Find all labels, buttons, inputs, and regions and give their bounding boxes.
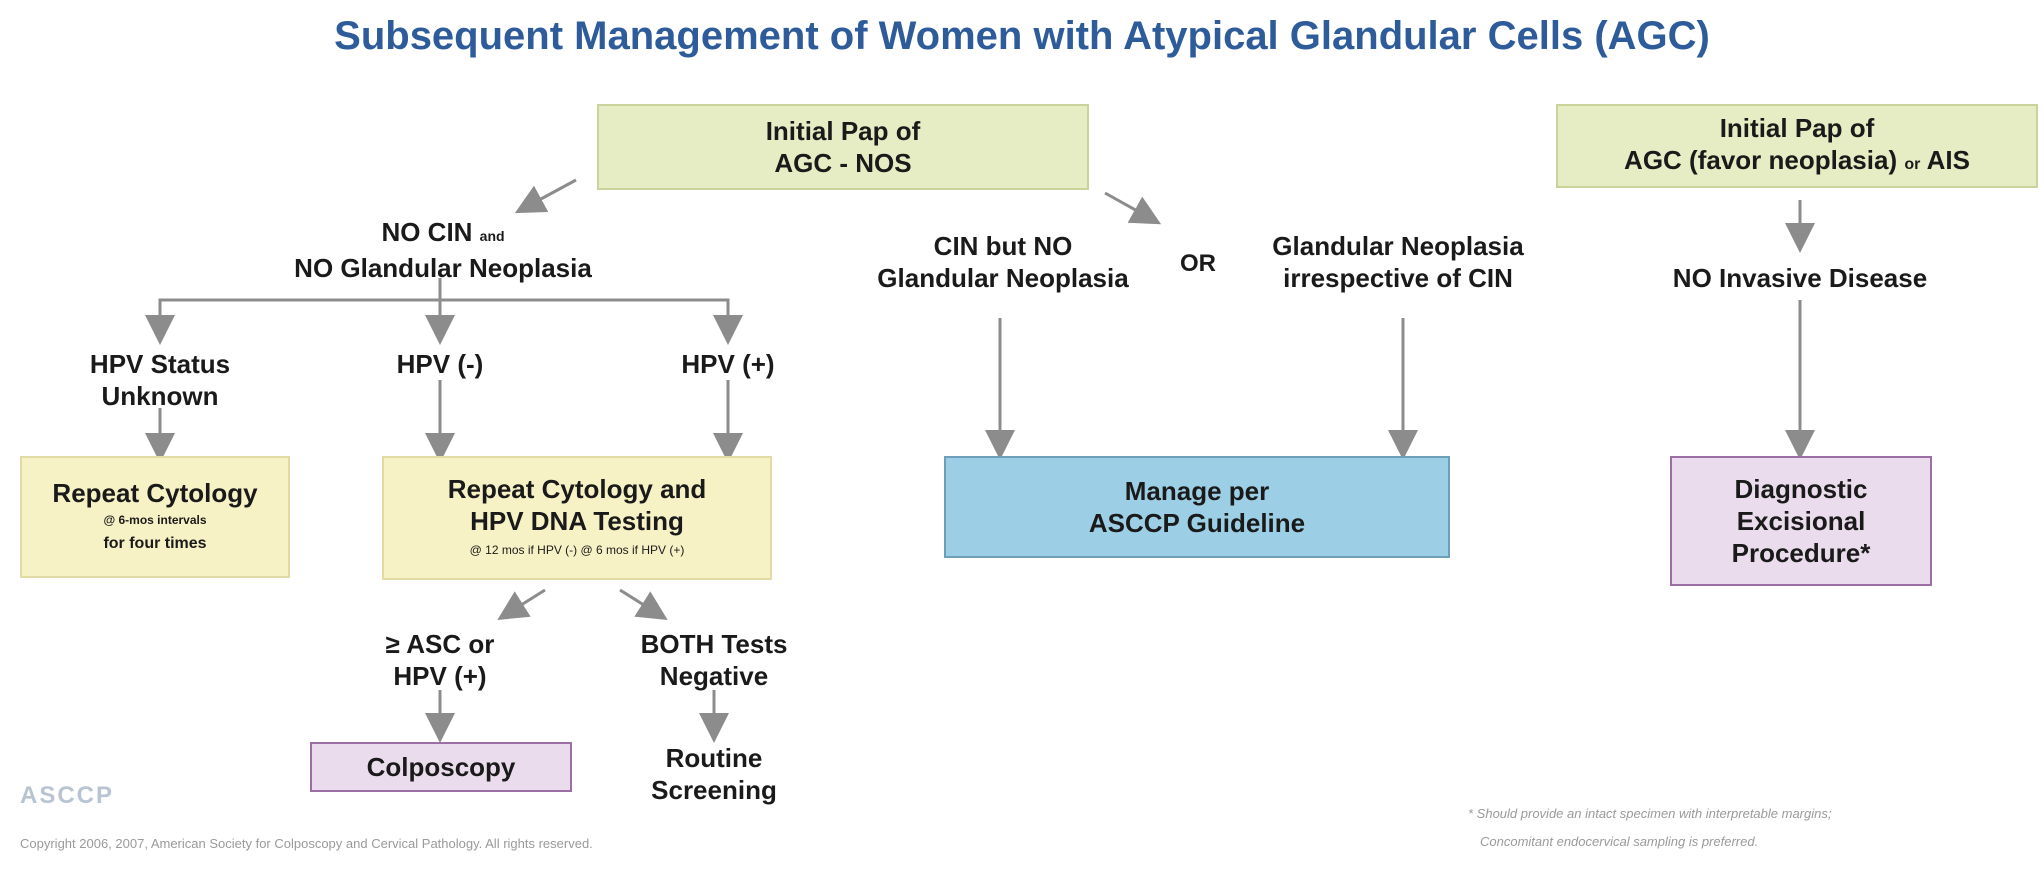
asc-or-hpv-line2: HPV (+) — [393, 661, 487, 691]
no-cin-and: and — [479, 228, 505, 244]
cin-no-glandular-line2: Glandular Neoplasia — [877, 263, 1129, 293]
repeat-cytology-title: Repeat Cytology — [52, 478, 258, 508]
asc-or-hpv-line1: ≥ ASC or — [385, 629, 495, 659]
initial-pap-nos-line2: AGC - NOS — [774, 148, 912, 178]
repeat-hpv-box: Repeat Cytology and HPV DNA Testing @ 12… — [382, 456, 772, 580]
routine-line2: Screening — [651, 775, 777, 805]
page-title: Subsequent Management of Women with Atyp… — [334, 14, 1710, 58]
hpv-unknown-line1: HPV Status — [89, 349, 231, 379]
hpv-positive-label: HPV (+) — [681, 349, 775, 379]
both-negative-line2: Negative — [659, 661, 769, 691]
diagnostic-excisional-box: Diagnostic Excisional Procedure* — [1670, 456, 1932, 586]
hpv-unknown-line2: Unknown — [101, 381, 219, 411]
initial-pap-favor-or: or — [1904, 155, 1921, 173]
initial-pap-nos-box: Initial Pap of AGC - NOS — [597, 104, 1089, 190]
glandular-neoplasia-label: Glandular Neoplasia irrespective of CIN — [1248, 230, 1548, 294]
asc-or-hpv-label: ≥ ASC or HPV (+) — [360, 628, 520, 692]
initial-pap-favor-line1: Initial Pap of — [1719, 112, 1875, 143]
no-cin-line1: NO CIN and — [258, 216, 628, 252]
manage-line2: ASCCP Guideline — [1088, 508, 1306, 538]
no-cin-text: NO CIN — [381, 217, 473, 247]
or-label: OR — [1180, 250, 1216, 277]
hpv-negative-label: HPV (-) — [396, 349, 484, 379]
no-glandular-text: NO Glandular Neoplasia — [294, 253, 592, 283]
cin-no-glandular-label: CIN but NO Glandular Neoplasia — [858, 230, 1148, 294]
no-cin-label: NO CIN and NO Glandular Neoplasia — [258, 216, 628, 284]
branch-hpv-bar — [158, 298, 730, 314]
repeat-cytology-times: for four times — [103, 535, 207, 552]
copyright-text: Copyright 2006, 2007, American Society f… — [20, 836, 593, 851]
initial-pap-favor-box: Initial Pap of AGC (favor neoplasia) or … — [1556, 104, 2038, 188]
footnote-line2: Concomitant endocervical sampling is pre… — [1480, 834, 1759, 849]
repeat-hpv-title1: Repeat Cytology and — [447, 474, 707, 504]
colposcopy-text: Colposcopy — [366, 752, 516, 782]
cin-no-glandular-line1: CIN but NO — [933, 231, 1073, 261]
manage-line1: Manage per — [1124, 476, 1270, 506]
no-invasive-label: NO Invasive Disease — [1672, 263, 1928, 293]
arrow-to-cin-branches — [1104, 191, 1162, 225]
both-negative-line1: BOTH Tests — [640, 629, 788, 659]
footnote-line1: * Should provide an intact specimen with… — [1468, 806, 1832, 821]
routine-line1: Routine — [665, 743, 763, 773]
both-negative-label: BOTH Tests Negative — [624, 628, 804, 692]
routine-screening-label: Routine Screening — [634, 742, 794, 806]
initial-pap-favor-line2: AGC (favor neoplasia) or AIS — [1624, 144, 1970, 181]
repeat-cytology-interval: @ 6-mos intervals — [103, 513, 207, 527]
arrow-to-no-cin — [514, 178, 577, 214]
arrow-asc — [497, 588, 546, 620]
hpv-unknown-label: HPV Status Unknown — [60, 348, 260, 412]
glandular-neoplasia-line2: irrespective of CIN — [1283, 263, 1513, 293]
diagnostic-line3: Procedure* — [1731, 538, 1871, 568]
repeat-hpv-title2: HPV DNA Testing — [470, 506, 684, 536]
colposcopy-box: Colposcopy — [310, 742, 572, 792]
manage-asccp-box: Manage per ASCCP Guideline — [944, 456, 1450, 558]
glandular-neoplasia-line1: Glandular Neoplasia — [1272, 231, 1524, 261]
arrow-both-neg — [619, 588, 668, 620]
repeat-cytology-box: Repeat Cytology @ 6-mos intervals for fo… — [20, 456, 290, 578]
diagnostic-line1: Diagnostic — [1734, 474, 1868, 504]
repeat-hpv-interval: @ 12 mos if HPV (-) @ 6 mos if HPV (+) — [469, 543, 685, 557]
asccp-logo: ASCCP — [20, 782, 115, 809]
initial-pap-nos-line1: Initial Pap of — [765, 116, 921, 146]
diagnostic-line2: Excisional — [1736, 506, 1866, 536]
initial-pap-favor-main: AGC (favor neoplasia) — [1624, 144, 1898, 175]
initial-pap-favor-end: AIS — [1926, 144, 1970, 175]
